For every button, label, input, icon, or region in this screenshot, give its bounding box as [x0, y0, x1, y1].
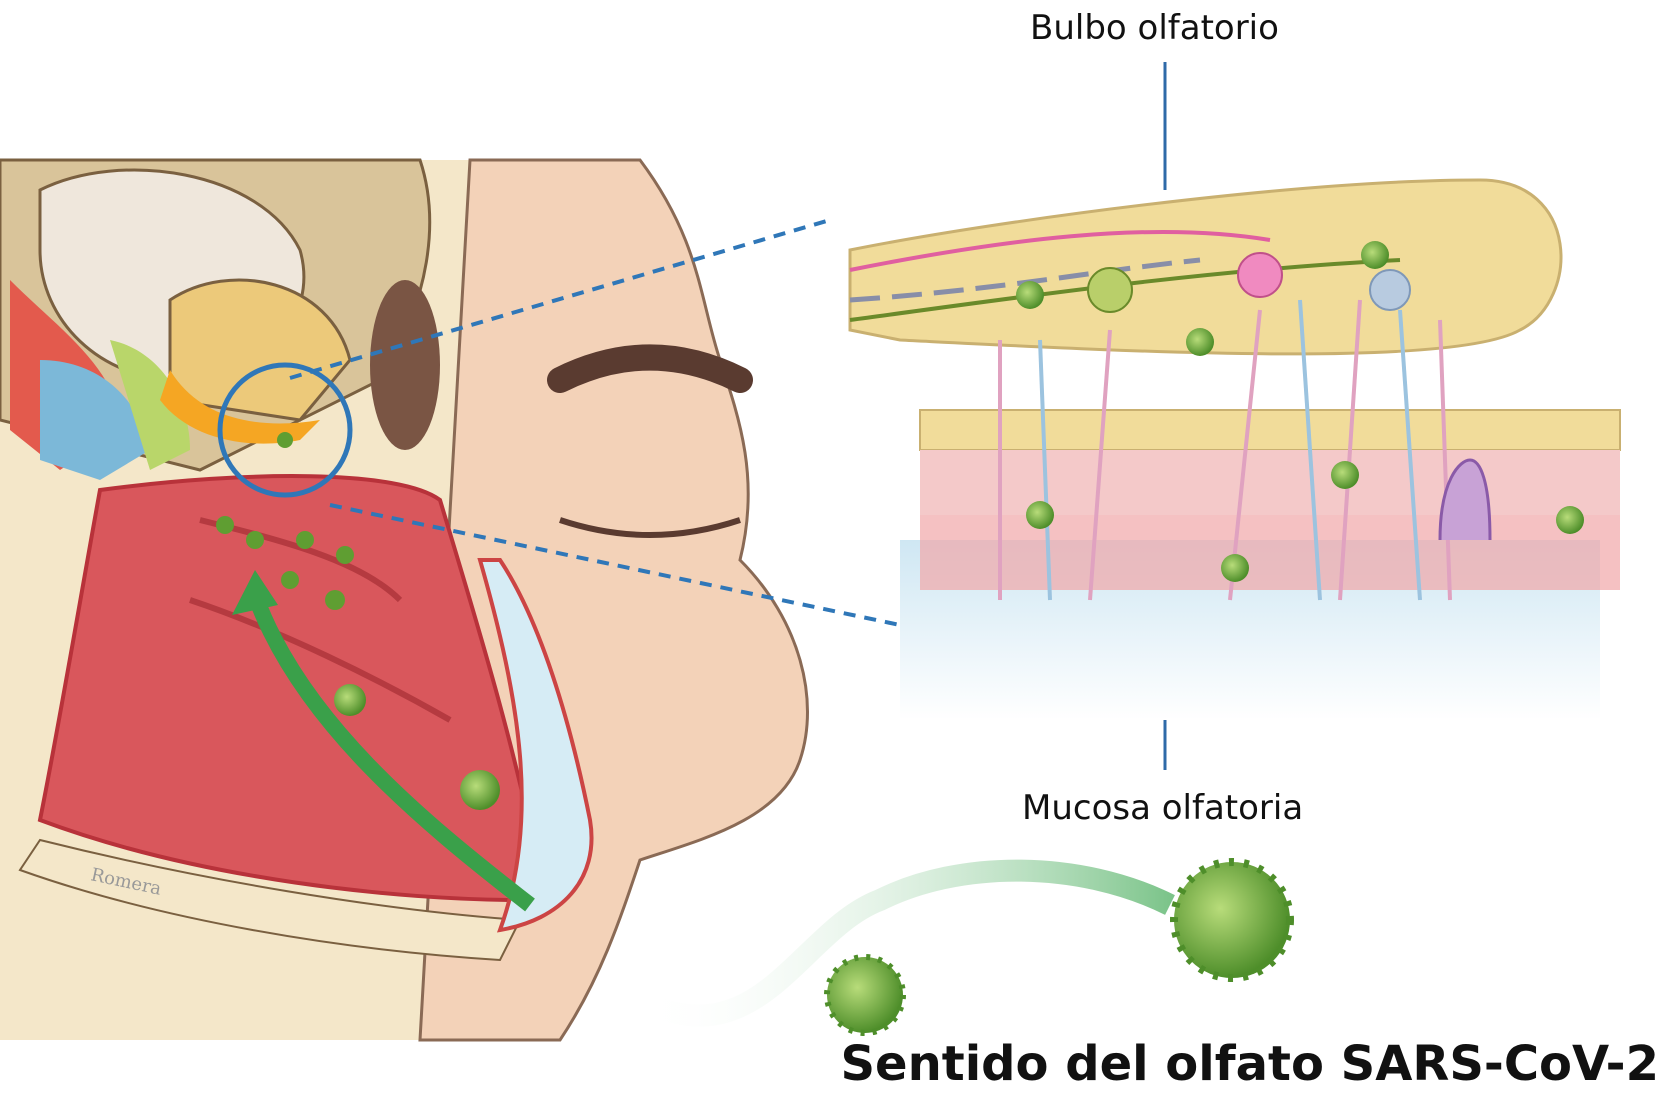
virus-icon — [296, 531, 314, 549]
virus-icon — [460, 770, 500, 810]
zoom-circle — [217, 362, 353, 498]
infection-path-arrow — [247, 592, 535, 912]
virus-icon — [216, 516, 234, 534]
virus-icon — [246, 531, 264, 549]
virus-particles — [216, 241, 1584, 1036]
virus-icon — [336, 546, 354, 564]
virus-icon — [1026, 501, 1054, 529]
virus-icon — [1016, 281, 1044, 309]
virus-icon — [1331, 461, 1359, 489]
label-olfactory-bulb: Bulbo olfatorio — [1030, 8, 1279, 48]
virus-icon — [1170, 858, 1294, 982]
label-olfactory-mucosa: Mucosa olfatoria — [1022, 788, 1304, 828]
callout-line-top — [289, 218, 831, 380]
virus-icon — [334, 684, 366, 716]
virus-trail — [635, 859, 1175, 1027]
olfactory-detail — [848, 178, 1621, 720]
virus-icon — [824, 954, 906, 1036]
arrow-head-icon — [232, 570, 278, 615]
callout-line-bottom — [329, 503, 901, 627]
virus-icon — [1221, 554, 1249, 582]
virus-icon — [325, 590, 345, 610]
figure-title: Sentido del olfato SARS-CoV-2 — [840, 1036, 1659, 1092]
virus-icon — [1186, 328, 1214, 356]
virus-icon — [281, 571, 299, 589]
virus-icon — [1556, 506, 1584, 534]
virus-icon — [277, 432, 293, 448]
head-cross-section — [0, 158, 809, 1042]
virus-icon — [1361, 241, 1389, 269]
